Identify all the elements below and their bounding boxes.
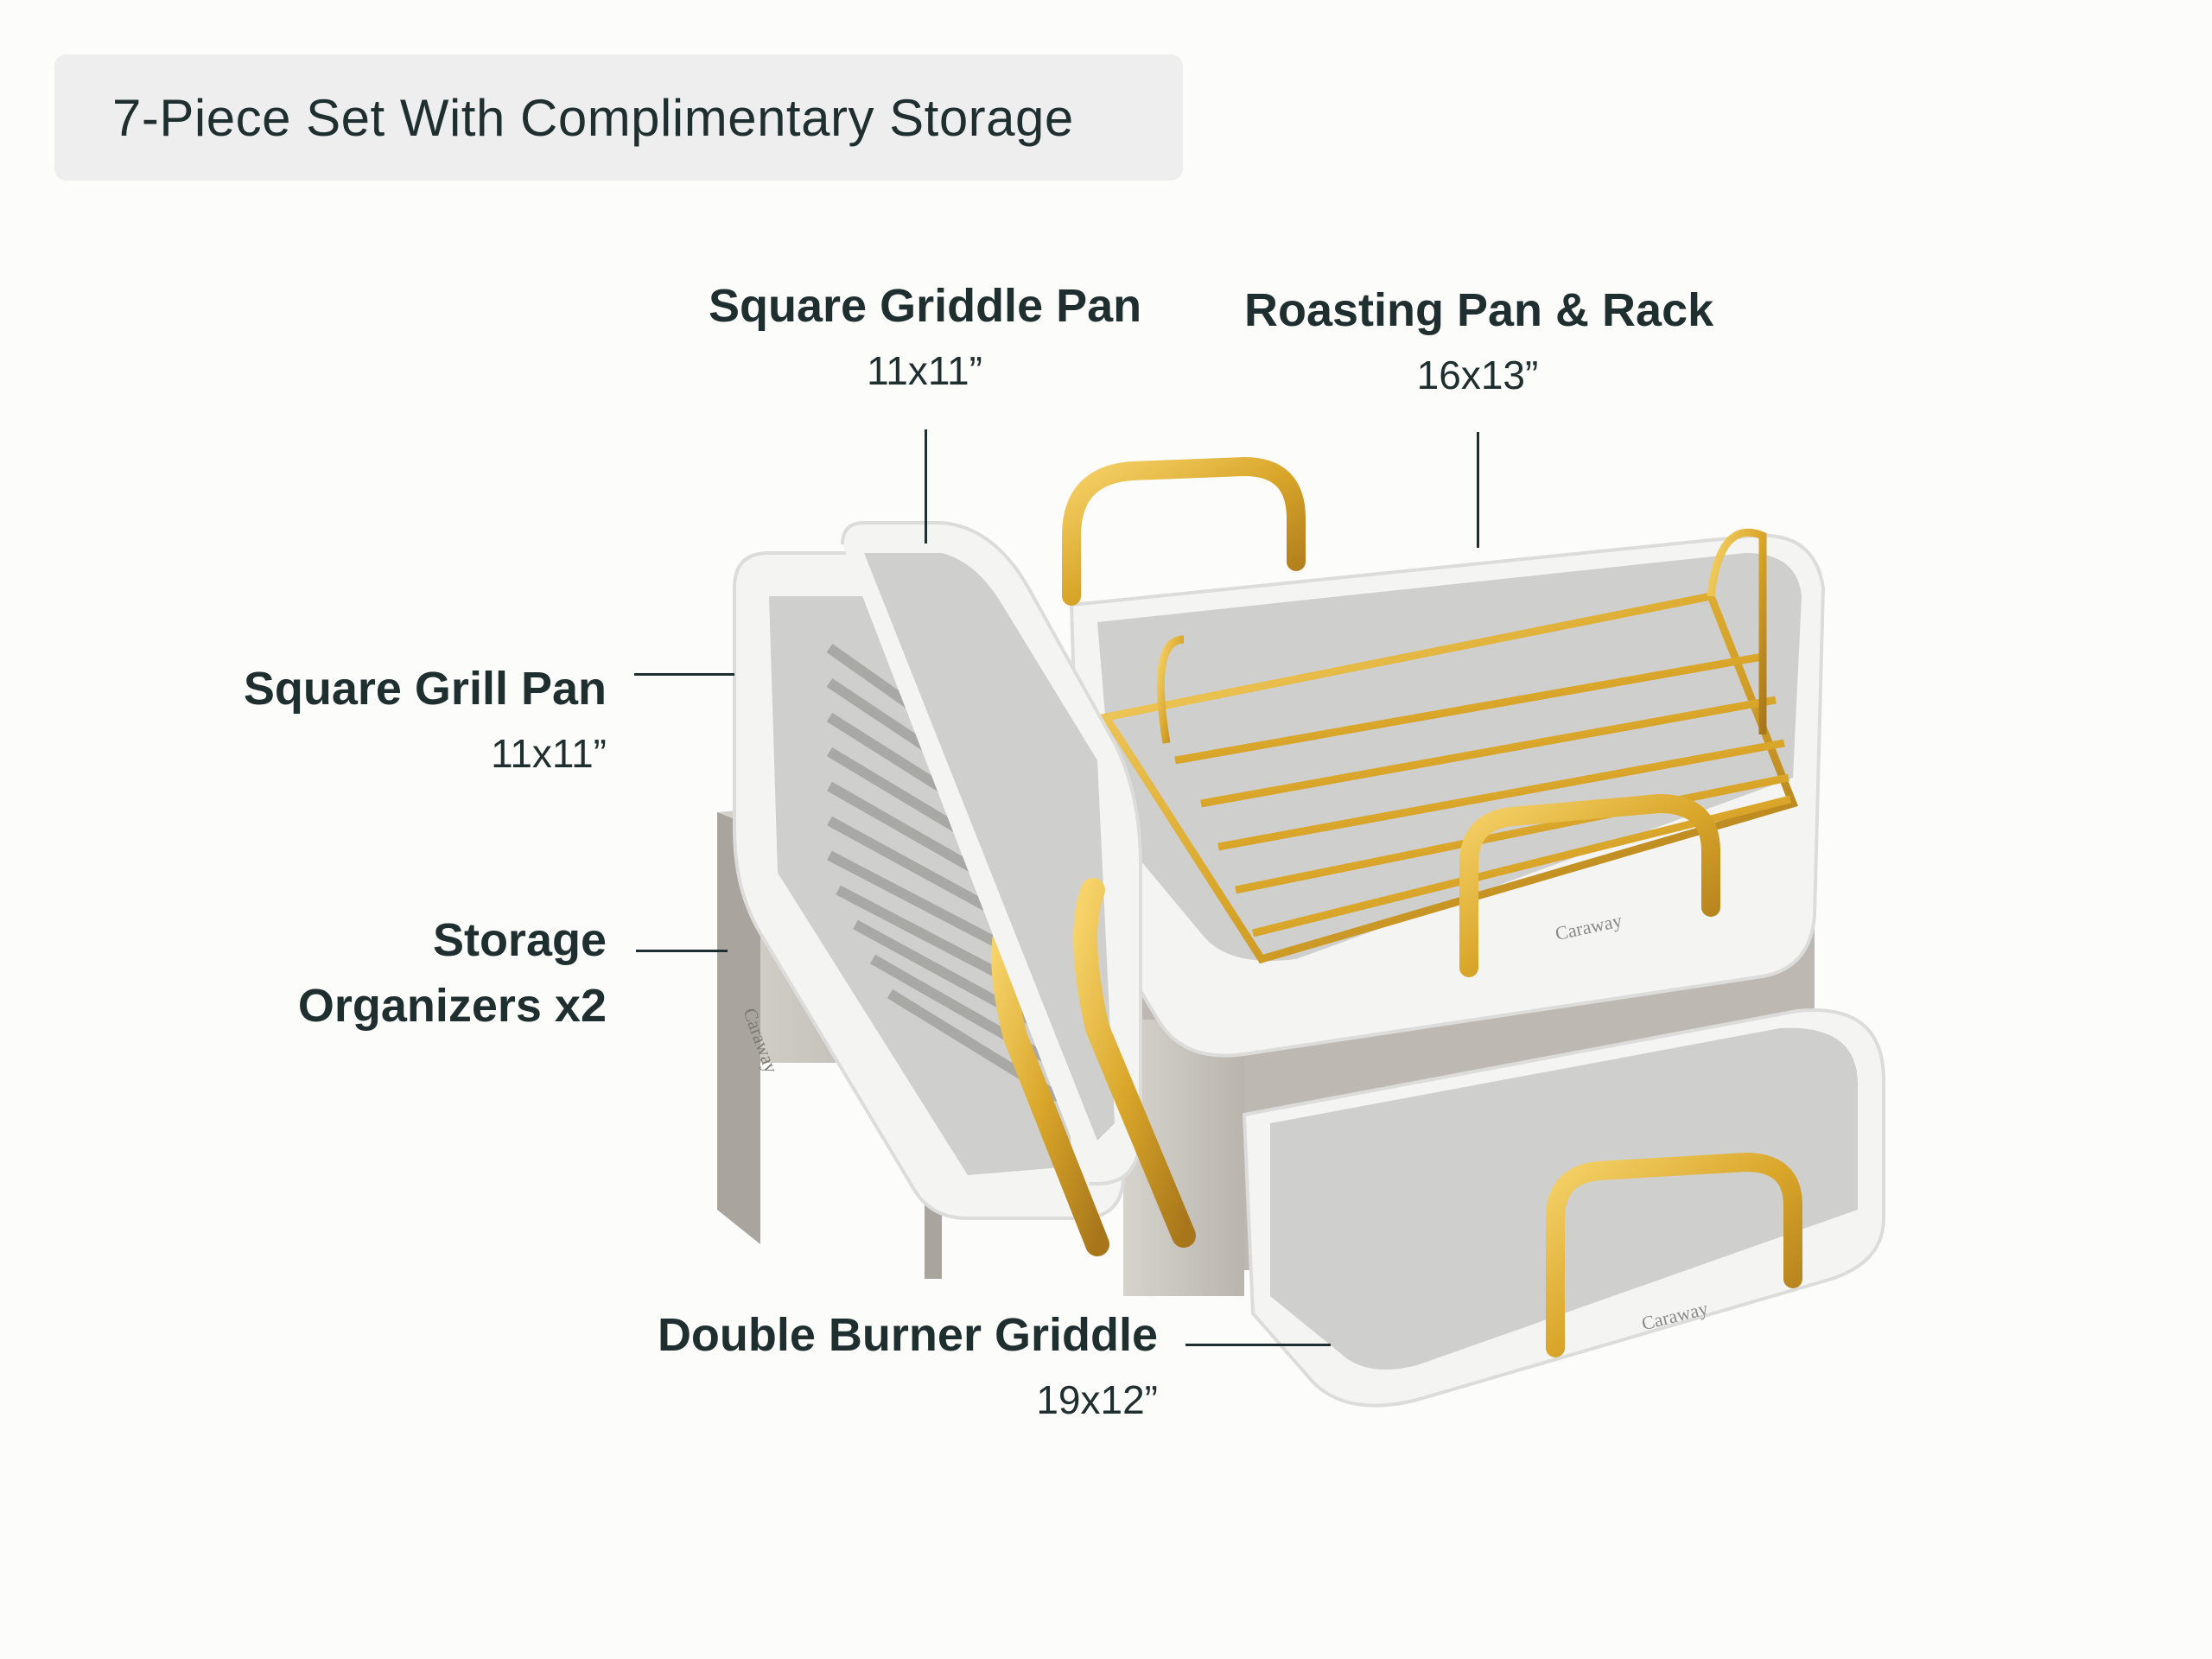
page-title: 7-Piece Set With Complimentary Storage [112, 88, 1074, 147]
callout-size: 11x11” [867, 348, 982, 393]
header-title-pill: 7-Piece Set With Complimentary Storage [54, 54, 1183, 181]
leader-line-storage-organizers [636, 950, 728, 952]
leader-line-roasting-pan-rack [1477, 432, 1479, 548]
leader-line-square-griddle-pan [925, 429, 927, 543]
callout-name: Square Griddle Pan [709, 280, 1142, 332]
callout-name: Double Burner Griddle [657, 1309, 1158, 1361]
leader-line-square-grill-pan [634, 673, 734, 676]
callout-name: Roasting Pan & Rack [1244, 284, 1714, 336]
square-griddle-pan-image [841, 521, 1196, 1248]
callout-size: 16x13” [1416, 353, 1539, 397]
callout-square-griddle-pan: Square Griddle Pan 11x11” [709, 283, 1141, 391]
roasting-pan-image: Caraway [1062, 456, 1826, 1058]
callout-roasting-pan-rack: Roasting Pan & Rack 16x13” [1244, 284, 1714, 397]
leader-line-double-burner-griddle [1185, 1344, 1331, 1346]
callout-storage-organizers: Storage Organizers x2 [207, 917, 607, 1029]
callout-name-line2: Organizers x2 [297, 980, 607, 1032]
callout-double-burner-griddle: Double Burner Griddle 19x12” [605, 1312, 1158, 1420]
callout-name: Square Grill Pan [243, 663, 607, 715]
double-burner-griddle-image: Caraway [1242, 1008, 1885, 1408]
callout-size: 19x12” [1036, 1377, 1158, 1422]
callout-size: 11x11” [491, 731, 607, 776]
callout-square-grill-pan: Square Grill Pan 11x11” [207, 665, 607, 773]
callout-name-line1: Storage [432, 914, 607, 966]
